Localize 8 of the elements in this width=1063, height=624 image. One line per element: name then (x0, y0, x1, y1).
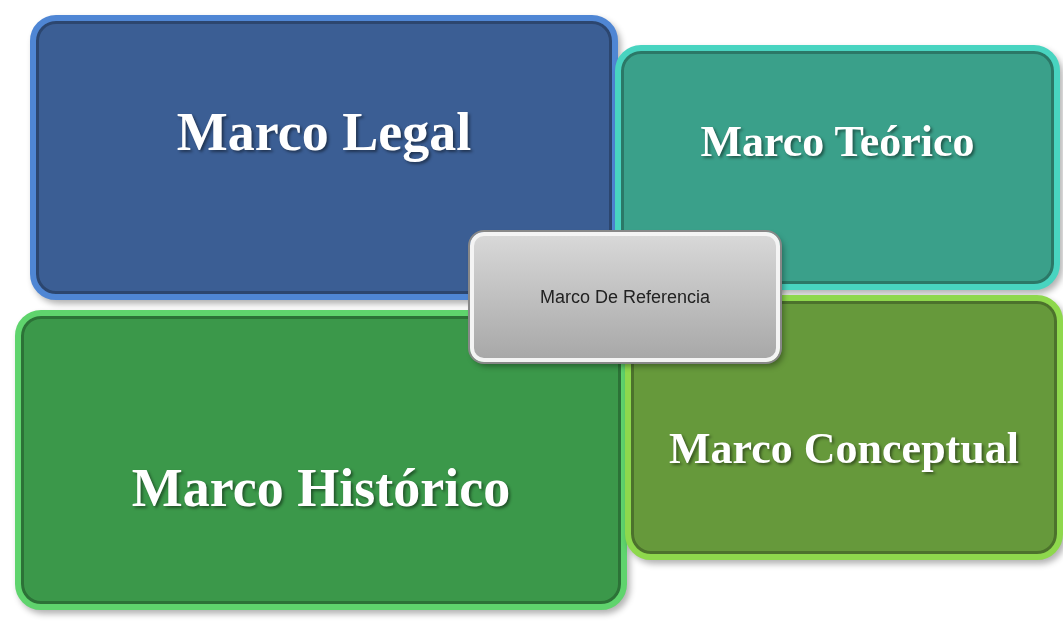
panel-heading: Marco Histórico (131, 457, 511, 519)
quadrant-panel (15, 310, 627, 610)
panel-heading: Marco Teórico (700, 116, 975, 167)
center-label: Marco De Referencia (539, 286, 711, 308)
center-box (470, 232, 780, 362)
quadrant-panel (615, 45, 1060, 290)
panel-heading: Marco Legal (176, 101, 472, 163)
panel-heading: Marco Conceptual (669, 423, 1019, 474)
